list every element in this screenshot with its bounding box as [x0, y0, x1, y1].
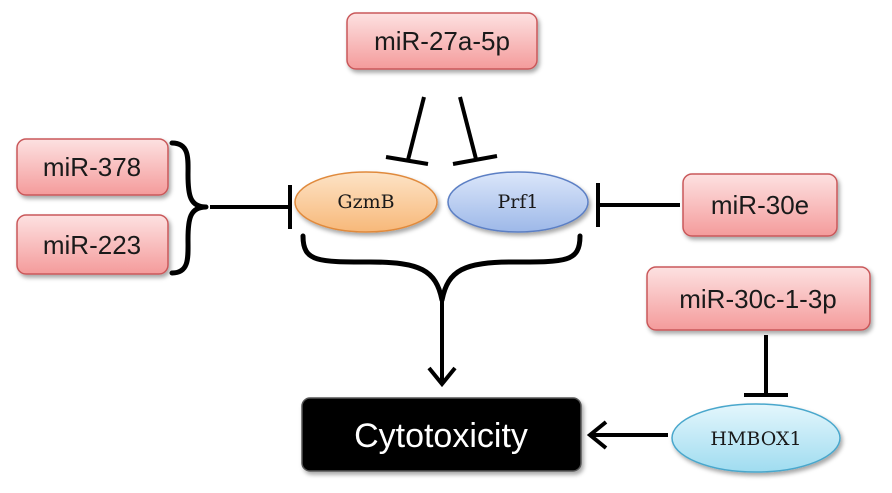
mir30c-box	[646, 266, 871, 331]
mir223-label: miR-223	[43, 230, 141, 260]
mir378-box	[16, 138, 169, 196]
inhibition-mirgroup-gzmb	[210, 185, 292, 229]
gzmb-ellipse	[294, 171, 438, 233]
activation-genes-cytotoxicity	[427, 300, 457, 388]
mir223-node: miR-223	[16, 214, 169, 275]
inhibition-bar	[452, 154, 498, 166]
mir223-box	[16, 214, 169, 275]
cytotoxicity-node: Cytotoxicity	[301, 397, 582, 472]
prf1-label: Prf1	[498, 191, 539, 213]
activation-arrowhead	[427, 366, 457, 388]
inhibition-mir30c-hmbox1	[744, 335, 788, 397]
prf1-node: Prf1	[447, 171, 589, 233]
mir27a-node: miR-27a-5p	[346, 12, 538, 70]
gzmb-node: GzmB	[294, 171, 438, 233]
mir30e-label: miR-30e	[711, 190, 809, 220]
hmbox1-ellipse	[671, 403, 841, 473]
mir378-node: miR-378	[16, 138, 169, 196]
mir30c-label: miR-30c-1-3p	[679, 284, 837, 314]
inhibition-line	[406, 96, 426, 161]
hmbox1-node: HMBOX1	[671, 403, 841, 473]
hmbox1-label: HMBOX1	[710, 428, 801, 450]
cytotoxicity-box	[301, 397, 582, 472]
inhibition-mir30e-prf1	[596, 183, 680, 227]
inhibition-mir27a-prf1	[452, 96, 498, 166]
inhibition-line	[458, 96, 478, 160]
inhibition-mir27a-gzmb	[385, 96, 429, 166]
brace-bottom-group	[300, 233, 583, 303]
activation-hmbox1-cytotoxicity	[586, 420, 668, 450]
mir27a-box	[346, 12, 538, 70]
brace-left-group	[169, 140, 209, 276]
inhibition-bar	[385, 155, 429, 166]
gzmb-label: GzmB	[337, 191, 394, 213]
activation-arrowhead	[586, 420, 608, 450]
mir378-label: miR-378	[43, 152, 141, 182]
mir27a-label: miR-27a-5p	[374, 26, 510, 56]
mir30e-box	[682, 173, 838, 237]
mir30c-node: miR-30c-1-3p	[646, 266, 871, 331]
mir30e-node: miR-30e	[682, 173, 838, 237]
prf1-ellipse	[447, 171, 589, 233]
cytotoxicity-label: Cytotoxicity	[354, 417, 528, 455]
